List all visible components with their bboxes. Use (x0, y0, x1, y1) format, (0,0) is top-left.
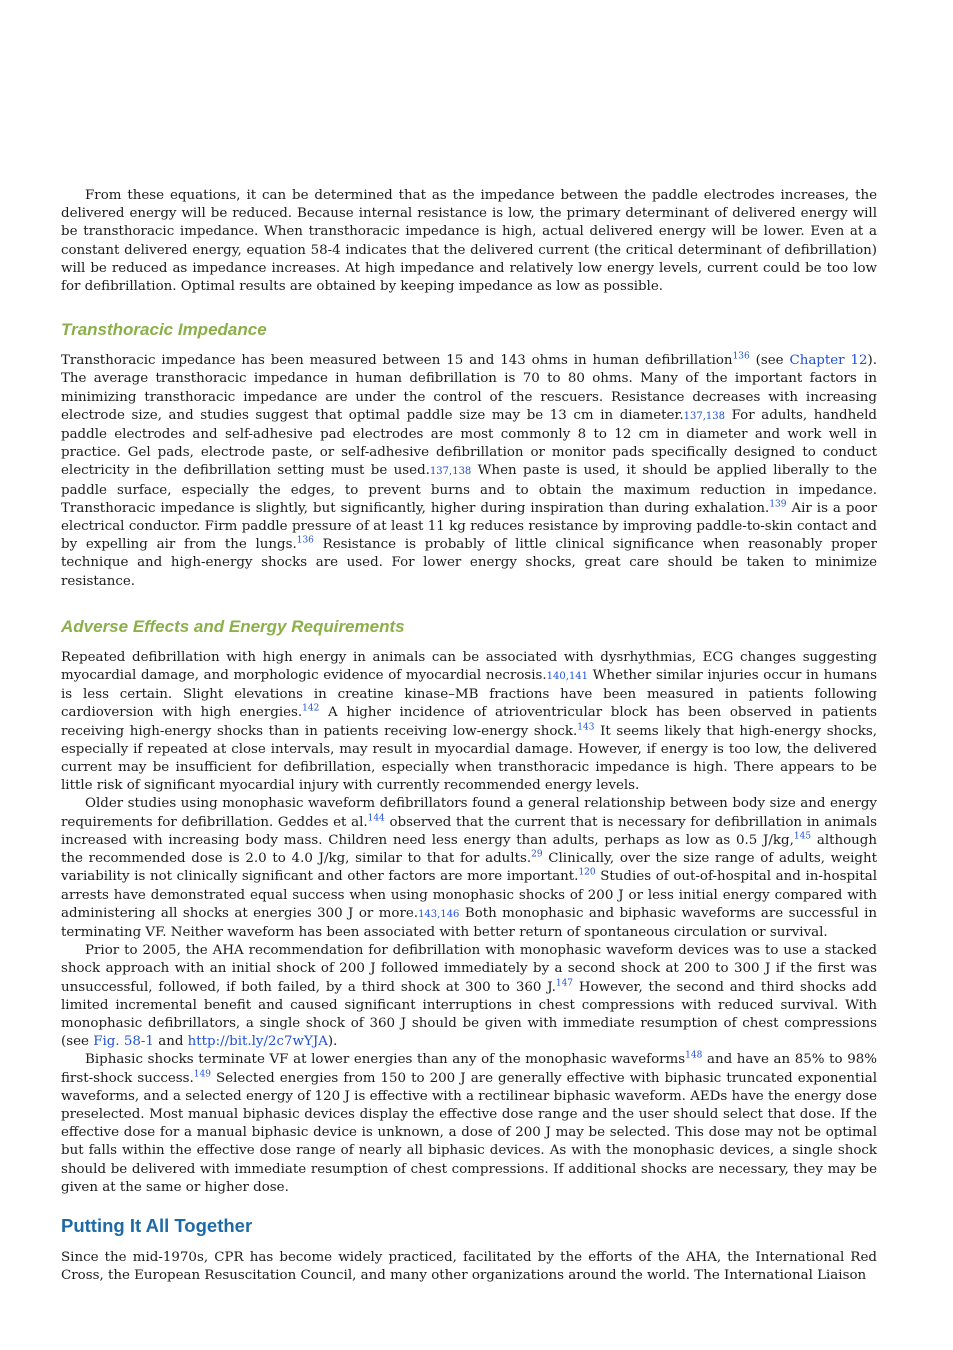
adverse-paragraph-3: Prior to 2005, the AHA recommendation fo… (61, 943, 877, 1050)
citation-145[interactable]: 145 (793, 831, 812, 842)
external-url-link[interactable]: http://bit.ly/2c7wYJA (187, 1034, 328, 1050)
chapter-12-link[interactable]: Chapter 12 (789, 353, 868, 369)
citation-137-138[interactable]: 137,138 (683, 410, 726, 422)
citation-147[interactable]: 147 (555, 978, 574, 989)
section-heading-putting-it-all-together: Putting It All Together (61, 1214, 253, 1236)
citation-137-138[interactable]: 137,138 (429, 466, 472, 478)
section-heading-transthoracic-impedance: Transthoracic Impedance (61, 320, 267, 340)
transthoracic-paragraph: Transthoracic impedance has been measure… (61, 351, 877, 589)
adverse-paragraph-2: Older studies using monophasic waveform … (61, 796, 877, 940)
citation-136[interactable]: 136 (296, 535, 314, 546)
citation-29[interactable]: 29 (531, 849, 543, 860)
together-paragraph: Since the mid-1970s, CPR has become wide… (61, 1249, 877, 1284)
adverse-paragraph-1: Repeated defibrillation with high energy… (61, 649, 877, 794)
citation-142[interactable]: 142 (302, 704, 320, 714)
intro-paragraph: From these equations, it can be determin… (61, 188, 877, 295)
citation-139[interactable]: 139 (769, 499, 787, 510)
document-page: From these equations, it can be determin… (61, 187, 877, 1285)
citation-148[interactable]: 148 (685, 1050, 703, 1061)
citation-143[interactable]: 143 (577, 722, 595, 733)
citation-140-141[interactable]: 140,141 (546, 671, 589, 683)
section-heading-adverse-effects: Adverse Effects and Energy Requirements (61, 616, 405, 636)
citation-136[interactable]: 136 (732, 351, 750, 362)
citation-143-146[interactable]: 143,146 (418, 908, 460, 920)
adverse-paragraph-4: Biphasic shocks terminate VF at lower en… (61, 1050, 877, 1195)
citation-120[interactable]: 120 (578, 867, 596, 878)
citation-144[interactable]: 144 (367, 813, 385, 824)
figure-58-1-link[interactable]: Fig. 58-1 (93, 1034, 154, 1050)
citation-149[interactable]: 149 (193, 1069, 211, 1080)
